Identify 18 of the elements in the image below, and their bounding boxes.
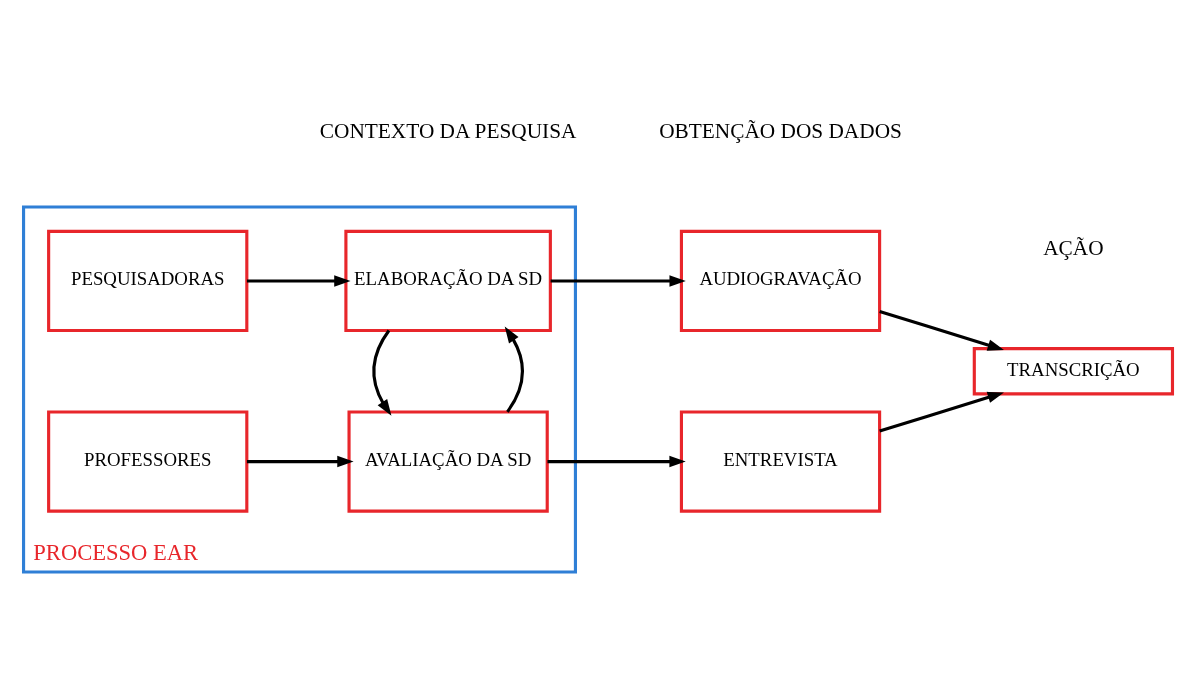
arrow — [547, 455, 686, 467]
arrow — [879, 391, 1004, 433]
node-box: PESQUISADORAS — [47, 229, 249, 332]
arrow — [550, 274, 686, 287]
arrow — [372, 329, 392, 416]
label: CONTEXTO DA PESQUISA — [319, 118, 577, 143]
node-box: TRANSCRIÇÃO — [972, 346, 1175, 395]
label: OBTENÇÃO DOS DADOS — [659, 118, 902, 143]
arrow — [879, 309, 1004, 351]
label: AÇÃO — [1043, 235, 1104, 260]
node-box: ENTREVISTA — [679, 409, 882, 513]
arrow — [504, 326, 524, 413]
node-box: AUDIOGRAVAÇÃO — [679, 229, 882, 332]
arrow — [246, 455, 354, 467]
node-box: AVALIAÇÃO DA SD — [347, 409, 549, 513]
node-box: ELABORAÇÃO DA SD — [344, 229, 552, 332]
arrow — [246, 274, 351, 287]
node-box: PROFESSORES — [47, 409, 249, 513]
